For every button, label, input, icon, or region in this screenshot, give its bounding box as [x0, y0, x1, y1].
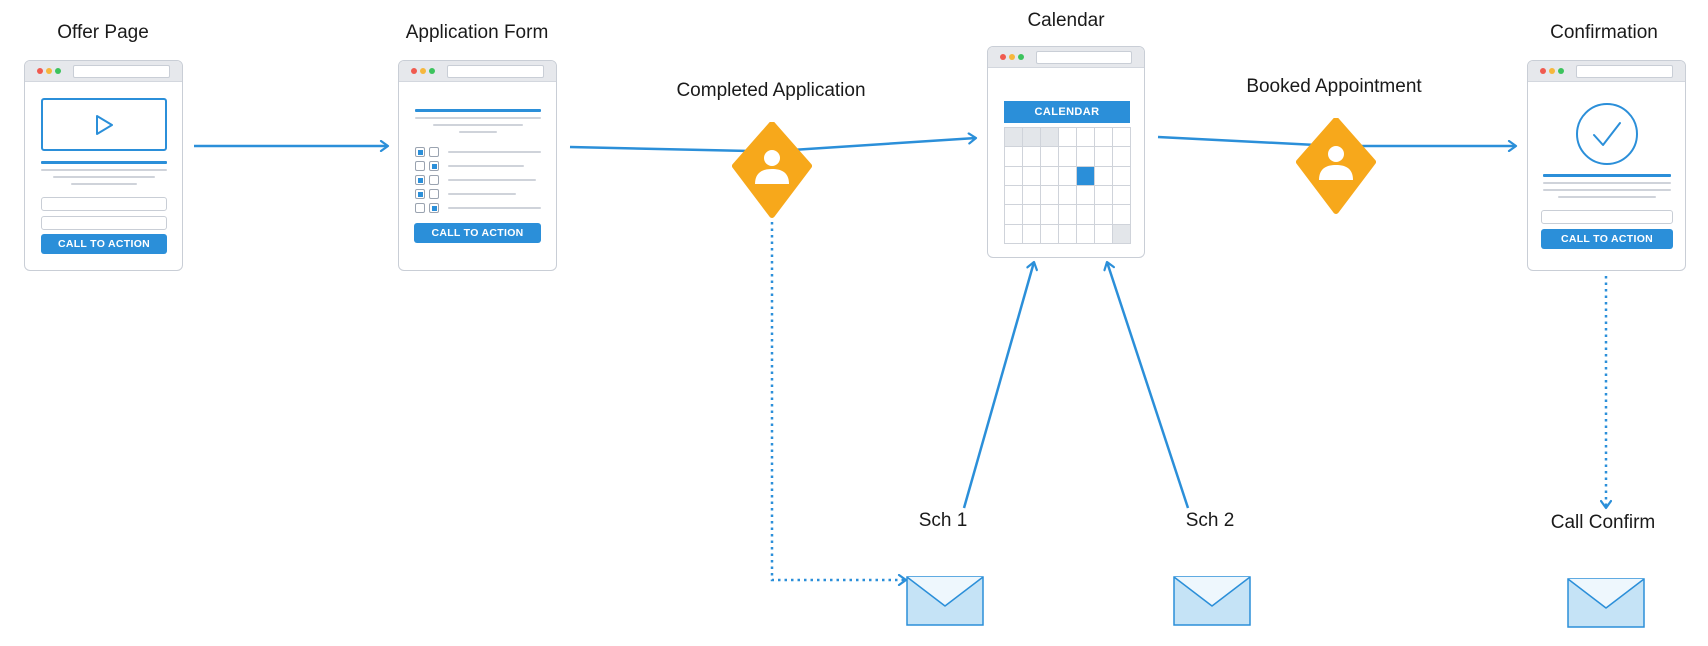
- checkbox: [429, 161, 439, 171]
- content-line: [41, 169, 167, 171]
- calendar-grid: [1004, 127, 1131, 244]
- form-text-line: [448, 179, 536, 181]
- edge-calendar-to-booked: [1157, 135, 1317, 147]
- checkbox: [415, 161, 425, 171]
- window-maximize-dot: [55, 68, 61, 74]
- label-booked-appointment: Booked Appointment: [1246, 76, 1422, 97]
- calendar-header: CALENDAR: [1004, 101, 1130, 123]
- content-line: [1543, 182, 1671, 184]
- edge-completed-to-calendar: [791, 138, 976, 152]
- form-text-line: [448, 207, 541, 209]
- checkbox: [429, 203, 439, 213]
- call-to-action-button: CALL TO ACTION: [1541, 229, 1673, 249]
- address-bar: [1576, 65, 1673, 78]
- window-maximize-dot: [1558, 68, 1564, 74]
- label-offer-page: Offer Page: [57, 22, 149, 43]
- content-line: [1543, 174, 1671, 177]
- browser-bar: [988, 47, 1144, 68]
- envelope-icon: [1173, 576, 1251, 626]
- checkmark-icon: [1576, 103, 1638, 165]
- label-confirmation: Confirmation: [1550, 22, 1658, 43]
- user-icon: [755, 150, 789, 184]
- label-application-form: Application Form: [405, 22, 549, 43]
- envelope-icon: [1567, 578, 1645, 628]
- browser-bar: [399, 61, 556, 82]
- input-field: [41, 197, 167, 211]
- address-bar: [1036, 51, 1132, 64]
- checkbox: [429, 147, 439, 157]
- label-sch2: Sch 2: [1185, 510, 1235, 531]
- form-text-line: [448, 193, 516, 195]
- selected-date: [1077, 166, 1095, 186]
- window-close-dot: [411, 68, 417, 74]
- checkbox: [429, 189, 439, 199]
- video-frame: [41, 98, 167, 151]
- checkbox: [415, 189, 425, 199]
- window-close-dot: [1540, 68, 1546, 74]
- window-minimize-dot: [1549, 68, 1555, 74]
- label-call-confirm: Call Confirm: [1550, 512, 1656, 533]
- envelope-icon: [906, 576, 984, 626]
- edge-sch1-to-calendar: [962, 262, 1034, 509]
- content-line: [71, 183, 137, 185]
- window-maximize-dot: [429, 68, 435, 74]
- window-minimize-dot: [1009, 54, 1015, 60]
- user-icon: [1319, 146, 1353, 180]
- input-field: [41, 216, 167, 230]
- window-maximize-dot: [1018, 54, 1024, 60]
- completed-application-user-pin: [732, 122, 812, 218]
- form-text-line: [459, 131, 497, 133]
- checkbox: [415, 147, 425, 157]
- window-minimize-dot: [420, 68, 426, 74]
- checkbox: [415, 175, 425, 185]
- offer-page-mockup: CALL TO ACTION: [24, 60, 183, 271]
- form-text-line: [448, 151, 541, 153]
- label-sch1: Sch 1: [918, 510, 968, 531]
- form-title-line: [415, 109, 541, 112]
- window-minimize-dot: [46, 68, 52, 74]
- edge-form-to-completed: [569, 145, 751, 153]
- edge-sch2-to-calendar: [1107, 262, 1190, 509]
- browser-bar: [1528, 61, 1685, 82]
- call-to-action-button: CALL TO ACTION: [414, 223, 541, 243]
- edge-completed-to-email-dotted: [770, 222, 906, 580]
- form-text-line: [433, 124, 523, 126]
- window-close-dot: [37, 68, 43, 74]
- form-text-line: [415, 117, 541, 119]
- checkbox: [429, 175, 439, 185]
- content-line: [53, 176, 155, 178]
- play-icon: [96, 115, 113, 135]
- content-line: [1558, 196, 1656, 198]
- confirmation-mockup: CALL TO ACTION: [1527, 60, 1686, 271]
- window-close-dot: [1000, 54, 1006, 60]
- address-bar: [73, 65, 170, 78]
- input-field: [1541, 210, 1673, 224]
- content-line: [1543, 189, 1671, 191]
- browser-bar: [25, 61, 182, 82]
- calendar-mockup: CALENDAR: [987, 46, 1145, 258]
- checkbox: [415, 203, 425, 213]
- content-line: [41, 161, 167, 164]
- label-completed-application: Completed Application: [676, 80, 866, 101]
- call-to-action-button: CALL TO ACTION: [41, 234, 167, 254]
- booked-appointment-user-pin: [1296, 118, 1376, 214]
- address-bar: [447, 65, 544, 78]
- label-calendar: Calendar: [1027, 10, 1105, 31]
- form-text-line: [448, 165, 524, 167]
- application-form-mockup: CALL TO ACTION: [398, 60, 557, 271]
